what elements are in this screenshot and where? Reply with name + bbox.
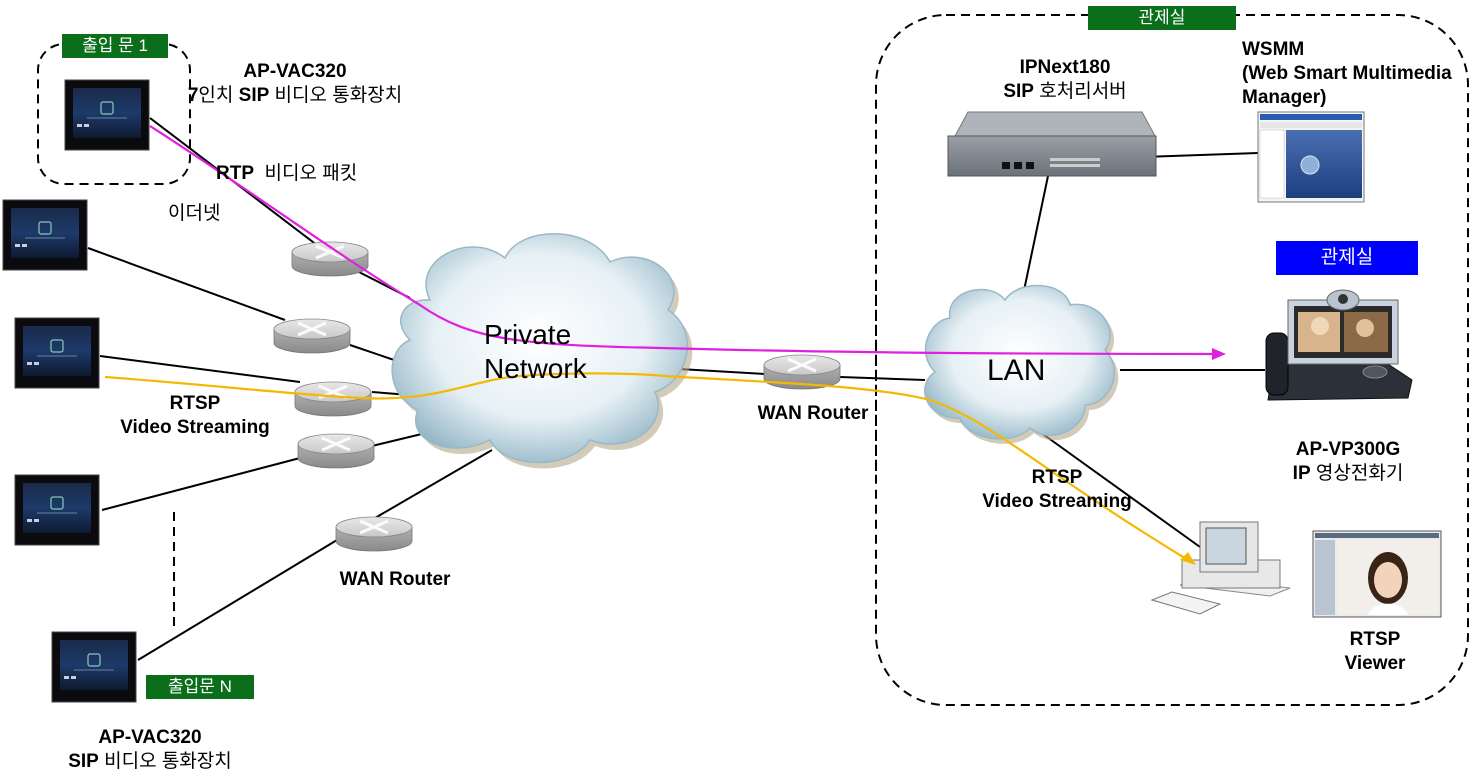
vp300g-label: AP-VP300G IP 영상전화기 — [1248, 438, 1448, 486]
wsmm-fullname-1: (Web Smart Multimedia — [1242, 63, 1452, 84]
vac320-panel-2-icon — [2, 199, 88, 271]
vac320-bottom-model: AP-VAC320 — [98, 727, 202, 748]
private-network-label: Private Network — [484, 319, 587, 384]
vac320-panel-3-icon — [14, 317, 100, 389]
vac320-top-desc: 7인치 SIP 비디오 통화장치 — [187, 85, 403, 106]
entrance-1-tag: 출입 문 1 — [62, 34, 168, 58]
ipnext180-label: IPNext180 SIP 호처리서버 — [965, 56, 1165, 104]
rtsp-stream-path-left — [104, 372, 666, 400]
vp300g-video-phone-icon — [1265, 289, 1413, 401]
control-room-blue-tag: 관제실 — [1276, 241, 1418, 275]
vac320-panel-4-icon — [14, 474, 100, 546]
router-5-wan-icon — [334, 515, 414, 553]
ipnext180-server-icon — [947, 111, 1157, 177]
wsmm-fullname-2: Manager) — [1242, 87, 1327, 108]
rtsp-viewer-label: RTSP Viewer — [1320, 628, 1430, 676]
wan-router-bottom-label: WAN Router — [339, 569, 451, 590]
wan-router-middle-label: WAN Router — [757, 403, 869, 424]
router-2-icon — [272, 317, 352, 355]
router-4-icon — [296, 432, 376, 470]
pc-workstation-icon — [1150, 521, 1291, 615]
rtp-video-path — [149, 125, 1213, 356]
link-wanrouter-lan — [839, 376, 926, 381]
link-vac2-router2 — [87, 247, 286, 321]
rtp-arrow-head — [1212, 348, 1226, 360]
vac320-bottom-label: AP-VAC320 SIP 비디오 통화장치 — [30, 726, 270, 774]
rtsp-viewer-line1: RTSP — [1349, 629, 1401, 650]
vac320-top-model: AP-VAC320 — [243, 61, 347, 82]
rtp-video-packet-label: RTP 비디오 패킷 — [216, 163, 358, 184]
wsmm-label: WSMM (Web Smart Multimedia Manager) — [1242, 38, 1452, 110]
vp300g-model: AP-VP300G — [1295, 439, 1401, 460]
vp300g-desc: IP 영상전화기 — [1292, 463, 1404, 484]
private-network-cloud — [391, 233, 693, 469]
rtsp-right-label: RTSP Video Streaming — [982, 467, 1132, 512]
link-router2-cloud — [349, 344, 401, 363]
lan-cloud — [924, 284, 1119, 444]
control-room-tag: 관제실 — [1088, 6, 1236, 30]
link-lan-pc — [1039, 431, 1201, 548]
vac320-top-label: AP-VAC320 7인치 SIP 비디오 통화장치 — [160, 60, 430, 108]
ipnext180-desc: SIP 호처리서버 — [1003, 81, 1127, 102]
entrance-n-tag: 출입문 N — [146, 675, 254, 699]
vac320-bottom-desc: SIP 비디오 통화장치 — [68, 751, 232, 772]
rtsp-viewer-screenshot-icon — [1312, 530, 1442, 618]
link-router5-cloud — [374, 449, 493, 519]
vac320-door-n-icon — [51, 631, 137, 703]
link-lan-ipnext — [1021, 175, 1049, 301]
ipnext180-model: IPNext180 — [1019, 57, 1111, 78]
link-vacN-router5 — [137, 539, 338, 661]
rtsp-left-label: RTSP Video Streaming — [120, 393, 270, 438]
rtsp-stream-path-right — [664, 374, 1189, 561]
link-vac3-router3 — [99, 355, 301, 383]
wsmm-title: WSMM — [1242, 39, 1305, 60]
link-vac4-router4 — [101, 457, 301, 511]
lan-label: LAN — [987, 354, 1046, 387]
vac320-door-1-icon — [64, 79, 150, 151]
ethernet-label: 이더넷 — [168, 203, 221, 224]
rtsp-viewer-line2: Viewer — [1344, 653, 1406, 674]
wsmm-screenshot-icon — [1257, 111, 1365, 203]
rtsp-arrow-head — [1180, 552, 1196, 565]
